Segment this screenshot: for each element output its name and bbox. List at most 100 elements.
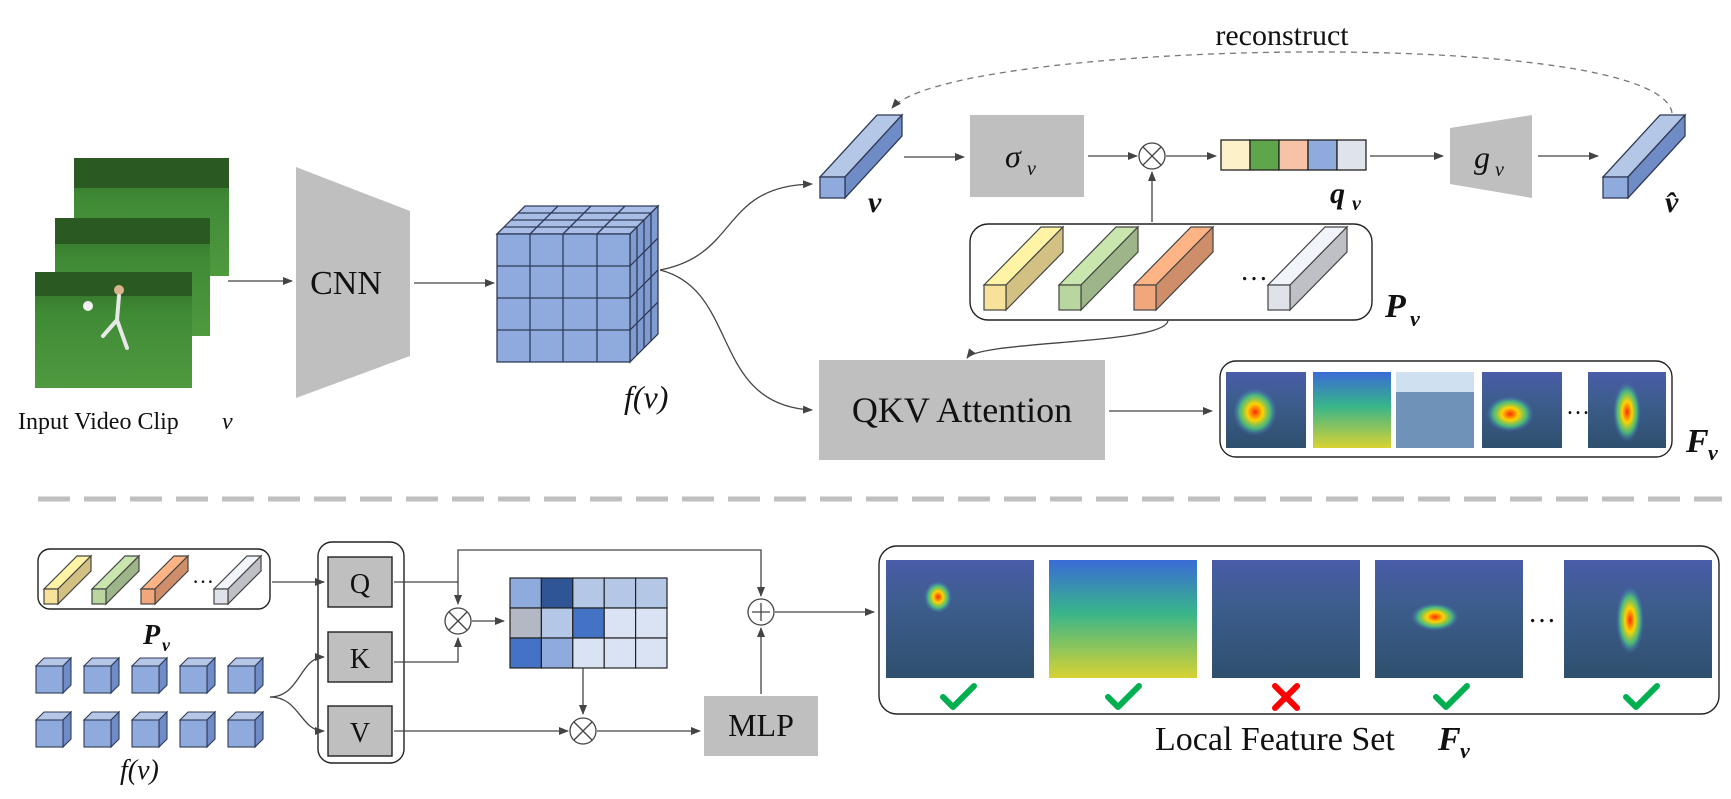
mlp-box xyxy=(704,696,818,756)
qv-cell xyxy=(1220,139,1251,171)
attention-matrix-cell xyxy=(572,607,605,639)
attention-matrix xyxy=(509,577,668,669)
kicking-player xyxy=(101,285,129,350)
mlp-label: MLP xyxy=(728,707,794,743)
check-icon xyxy=(1623,683,1660,710)
qv-cell xyxy=(1307,139,1338,171)
local-feature-cube xyxy=(130,710,169,749)
attention-thumb-2 xyxy=(1313,372,1391,448)
v-label: v xyxy=(868,186,882,219)
fv-label: f(v) xyxy=(624,379,668,415)
frame-validity-marks xyxy=(940,683,1660,711)
qv-cell xyxy=(1278,139,1309,171)
local-frame-3 xyxy=(1212,560,1360,678)
k-label: K xyxy=(350,644,370,675)
frame-1-trees xyxy=(35,272,192,296)
fv-set-label: F xyxy=(1685,423,1709,460)
sigma-box xyxy=(970,115,1084,197)
attention-matrix-cell xyxy=(540,637,574,669)
frame-3-trees xyxy=(74,158,229,188)
local-feature-cube xyxy=(130,656,169,695)
cross-icon xyxy=(1272,683,1300,711)
attention-map-thumbnails xyxy=(1226,372,1666,448)
prototype-bar-4 xyxy=(1266,225,1349,312)
v-label: V xyxy=(350,718,370,749)
bottom-prototype-bar-4 xyxy=(212,554,263,606)
qv-label: q xyxy=(1330,177,1345,210)
q-box xyxy=(327,556,393,608)
bottom-pv-sub: v xyxy=(162,635,171,655)
local-feature-cube xyxy=(34,710,73,749)
bottom-fv-label: f(v) xyxy=(120,755,159,786)
input-video-frames xyxy=(35,158,229,388)
local-set-var: F xyxy=(1437,721,1461,758)
local-feature-cube xyxy=(178,656,217,695)
local-feature-cube xyxy=(178,710,217,749)
k-box xyxy=(327,631,393,683)
prototype-bar-3 xyxy=(1132,225,1215,312)
attention-matrix-cell xyxy=(634,577,668,609)
input-var: v xyxy=(222,409,233,435)
qkv-attention-label: QKV Attention xyxy=(852,390,1072,430)
gv-label: g xyxy=(1474,139,1490,175)
add-op xyxy=(747,598,775,626)
qv-cell xyxy=(1249,139,1280,171)
attention-matrix-cell xyxy=(540,607,574,639)
attention-matrix-cell xyxy=(603,637,637,669)
multiply-op-top xyxy=(1138,142,1166,170)
pv-label: P xyxy=(1384,288,1406,325)
sigma-sub: v xyxy=(1027,158,1036,180)
local-feature-cube xyxy=(226,656,265,695)
frame-2-trees xyxy=(55,218,210,244)
local-feature-cube xyxy=(226,710,265,749)
gv-sub: v xyxy=(1495,159,1504,181)
input-label: Input Video Clip xyxy=(18,409,179,435)
reconstruct-arc xyxy=(891,51,1673,114)
local-frame-1 xyxy=(886,560,1034,678)
bottom-prototype-bars xyxy=(42,554,263,606)
attention-matrix-cell xyxy=(603,607,637,639)
local-feature-frames xyxy=(886,560,1712,678)
attention-matrix-cell xyxy=(509,607,542,639)
cnn-label: CNN xyxy=(310,265,382,302)
v-hat-vector xyxy=(1601,113,1687,200)
v-feature-vector xyxy=(818,113,904,200)
local-frame-2 xyxy=(1049,560,1197,678)
check-icon xyxy=(940,683,977,710)
local-set-label: Local Feature Set xyxy=(1155,721,1395,758)
qv-sub: v xyxy=(1352,193,1362,215)
attention-matrix-cell xyxy=(509,637,542,669)
check-icon xyxy=(1433,683,1470,710)
qv-vector xyxy=(1220,139,1367,171)
frames-ellipsis: … xyxy=(1528,598,1556,629)
cnn-block xyxy=(296,167,410,398)
attention-matrix-cell xyxy=(509,577,542,609)
bottom-pv-label: P xyxy=(142,620,161,651)
ball xyxy=(83,301,93,311)
v-box xyxy=(327,705,393,757)
check-icon xyxy=(1105,683,1142,710)
bottom-prototype-bar-1 xyxy=(42,554,93,606)
attention-matrix-cell xyxy=(634,637,668,669)
bottom-prototype-ellipsis: … xyxy=(192,563,214,588)
local-feature-cube xyxy=(82,656,121,695)
local-feature-cube xyxy=(82,710,121,749)
attention-matrix-cell xyxy=(634,607,668,639)
local-feature-cubes xyxy=(34,656,265,749)
prototype-bars xyxy=(982,225,1349,312)
bottom-prototype-bar-3 xyxy=(139,554,190,606)
prototype-bar-2 xyxy=(1057,225,1140,312)
gv-decoder xyxy=(1450,115,1532,198)
attention-matrix-cell xyxy=(540,577,574,609)
attention-ellipsis: … xyxy=(1566,394,1590,420)
attention-matrix-cell xyxy=(572,637,605,669)
q-label: Q xyxy=(350,569,370,600)
qv-cell xyxy=(1336,139,1367,171)
qkv-attention-box xyxy=(819,360,1105,460)
multiply-op-v xyxy=(569,717,597,745)
local-set-sub: v xyxy=(1460,738,1470,763)
prototype-ellipsis: … xyxy=(1240,256,1268,287)
multiply-op-qk xyxy=(444,607,472,635)
bottom-prototype-bar-2 xyxy=(90,554,141,606)
